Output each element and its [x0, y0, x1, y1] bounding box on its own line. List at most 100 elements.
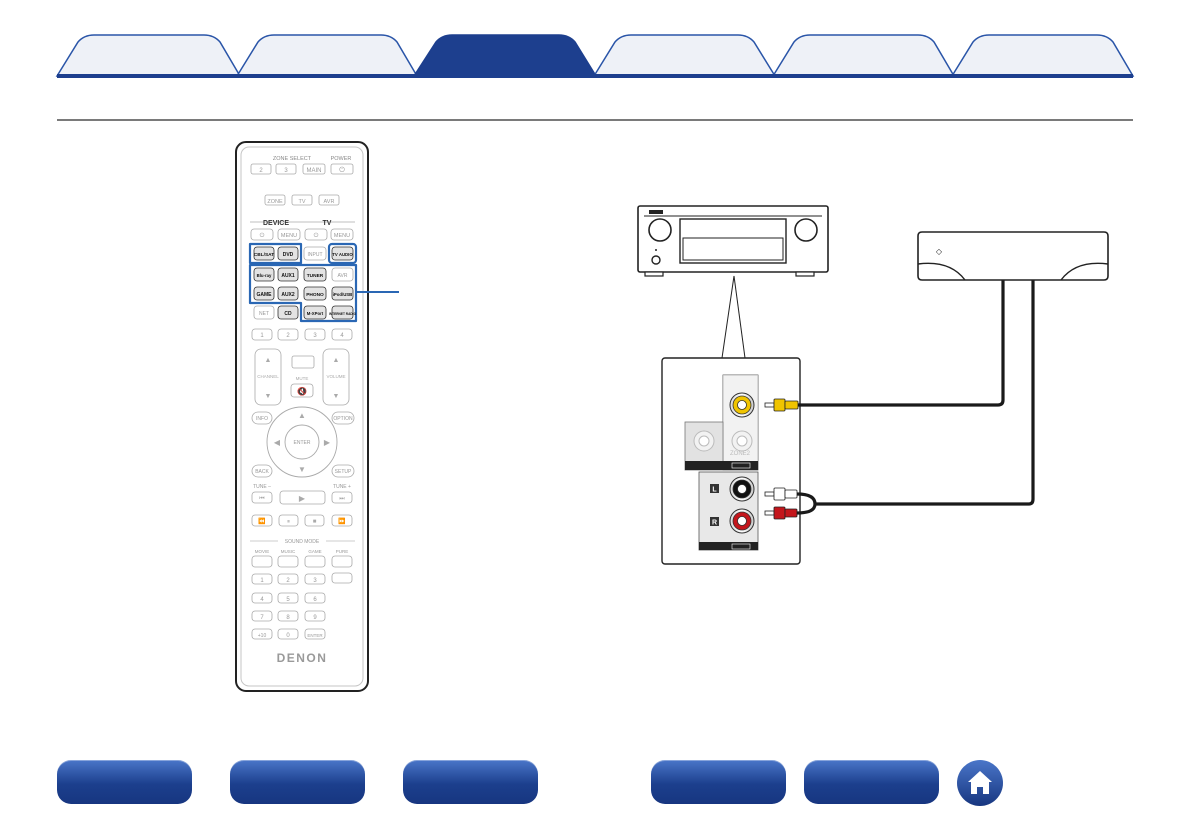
sound-mode-movie-button[interactable]	[251, 555, 273, 568]
tab-2[interactable]	[235, 34, 419, 77]
tab-1[interactable]	[55, 34, 242, 77]
keypad-button-4[interactable]	[251, 592, 273, 604]
zoom-callout-left	[721, 275, 735, 359]
rewind-button[interactable]	[251, 514, 273, 527]
skip-back-icon: ⏮	[259, 496, 265, 502]
number-button-4[interactable]	[331, 328, 353, 341]
receiver-display-inner	[682, 237, 784, 261]
keypad-button-plus10[interactable]	[251, 628, 273, 640]
setup-button[interactable]	[331, 464, 355, 478]
receiver-power-indicator	[655, 249, 657, 251]
number-button-3[interactable]	[304, 328, 326, 341]
zone-button-avr[interactable]	[318, 194, 340, 206]
number-button-2[interactable]	[277, 328, 299, 341]
bottom-nav-button-1[interactable]	[57, 760, 192, 804]
tab-5[interactable]	[771, 34, 956, 77]
source-button-m-xport[interactable]	[303, 305, 327, 320]
zone-button-tv[interactable]	[291, 194, 313, 206]
source-button-cd[interactable]	[277, 305, 299, 320]
keypad-button-9[interactable]	[304, 610, 326, 622]
play-icon: ▶	[299, 494, 306, 503]
source-button-phono-label: PHONO	[306, 292, 324, 298]
sound-mode-music-button[interactable]	[277, 555, 299, 568]
info-button[interactable]	[251, 411, 273, 425]
volume-label: VOLUME	[326, 374, 345, 379]
quick-select-extra-button[interactable]	[331, 572, 353, 584]
source-button-tuner[interactable]	[303, 267, 327, 282]
keypad-button-1[interactable]	[251, 573, 273, 585]
skip-back-button[interactable]	[251, 491, 273, 504]
play-button[interactable]	[279, 490, 326, 505]
source-button-net[interactable]	[253, 305, 275, 320]
tab-6[interactable]	[950, 34, 1135, 77]
source-button-bluray[interactable]	[253, 267, 275, 282]
keypad-plus10-label: +10	[258, 633, 267, 639]
sound-mode-game-button[interactable]	[304, 555, 326, 568]
mute-button[interactable]	[290, 383, 314, 398]
keypad-button-0[interactable]	[277, 628, 299, 640]
keypad-button-enter[interactable]	[304, 628, 326, 640]
volume-rocker[interactable]	[322, 348, 350, 406]
source-button-cbl-sat[interactable]	[253, 246, 275, 261]
device-buttons: ⏻ MENU ⏻ MENU	[250, 228, 354, 241]
audio-plug-left-body	[773, 487, 786, 501]
device-menu-button[interactable]	[277, 228, 301, 241]
keypad-button-2[interactable]	[277, 573, 299, 585]
home-button[interactable]	[957, 760, 1003, 806]
source-button-tv-audio[interactable]	[331, 246, 354, 261]
number-button-1[interactable]	[251, 328, 273, 341]
dpad-right-icon[interactable]: ▶	[324, 438, 331, 447]
zone-button-zone[interactable]	[264, 194, 286, 206]
option-button[interactable]	[331, 411, 355, 425]
tab-4[interactable]	[592, 34, 777, 77]
tv-power-button[interactable]	[304, 228, 328, 241]
avr-button[interactable]	[331, 267, 354, 282]
receiver-volume-knob	[794, 218, 818, 242]
dpad-left-icon[interactable]: ◀	[274, 438, 281, 447]
tab-3[interactable]	[412, 34, 598, 77]
audio-right-jack-center	[737, 516, 747, 526]
enter-button[interactable]	[284, 424, 320, 460]
bottom-nav-button-5[interactable]	[804, 760, 939, 804]
back-button[interactable]	[251, 464, 273, 478]
keypad-button-3[interactable]	[304, 573, 326, 585]
input-button[interactable]	[303, 246, 327, 261]
tv-menu-button[interactable]	[330, 228, 354, 241]
keypad-button-7[interactable]	[251, 610, 273, 622]
zone2-label-box	[731, 462, 751, 469]
dpad-up-icon[interactable]: ▲	[298, 411, 306, 420]
zoom-callout-right	[733, 275, 746, 359]
sound-mode-pure-button[interactable]	[331, 555, 353, 568]
bottom-nav-button-3[interactable]	[403, 760, 538, 804]
zone-button-3[interactable]	[275, 163, 297, 175]
source-button-aux2[interactable]	[277, 286, 299, 301]
power-button[interactable]	[330, 163, 354, 175]
source-button-dvd[interactable]	[277, 246, 299, 261]
source-button-ipod-usb[interactable]	[331, 286, 354, 301]
pause-button[interactable]	[278, 514, 299, 527]
dpad-down-icon[interactable]: ▼	[298, 465, 306, 474]
bottom-nav-button-2[interactable]	[230, 760, 365, 804]
stop-button[interactable]	[304, 514, 325, 527]
zone-button-main[interactable]	[302, 163, 326, 175]
keypad-button-8[interactable]	[277, 610, 299, 622]
eco-button[interactable]	[291, 355, 315, 369]
channel-down-icon: ▼	[265, 393, 272, 400]
source-button-game[interactable]	[253, 286, 275, 301]
av-receiver	[637, 205, 829, 277]
source-button-aux2-label: AUX2	[281, 292, 295, 298]
bottom-nav-button-4[interactable]	[651, 760, 786, 804]
sound-mode-buttons: MOVIE MUSIC GAME PURE	[251, 549, 353, 584]
zone-button-2[interactable]	[250, 163, 272, 175]
zone2-label: ZONE2	[730, 451, 751, 457]
fast-forward-button[interactable]	[331, 514, 353, 527]
skip-forward-button[interactable]	[331, 491, 353, 504]
channel-rocker[interactable]	[254, 348, 282, 406]
source-button-aux1[interactable]	[277, 267, 299, 282]
source-button-phono[interactable]	[303, 286, 327, 301]
info-label: INFO	[256, 416, 268, 422]
device-power-button[interactable]	[250, 228, 274, 241]
keypad-button-5[interactable]	[277, 592, 299, 604]
source-button-internet-radio[interactable]	[331, 305, 354, 320]
keypad-button-6[interactable]	[304, 592, 326, 604]
